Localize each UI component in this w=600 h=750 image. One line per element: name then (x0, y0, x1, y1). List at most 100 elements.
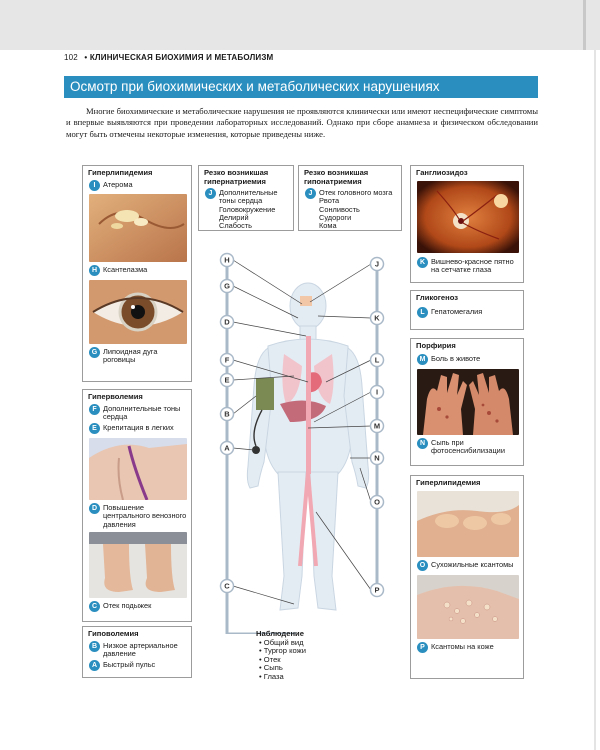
diagram-badge-right-2 (369, 352, 385, 368)
diagram-badge-left-4 (219, 372, 235, 388)
page-edge (594, 50, 596, 750)
diagram-badge-letter: K (374, 314, 380, 323)
diagram-badge-letter: B (224, 410, 230, 419)
diagram-badge-letter: I (376, 388, 378, 397)
leader-lines (232, 259, 372, 605)
observation-item: Отек (259, 655, 306, 665)
item-label: Ксантомы на коже (431, 641, 494, 651)
skin-xanthoma-photo (417, 574, 519, 639)
observation-item: Глаза (259, 672, 306, 682)
item-label: Быстрый пульс (103, 660, 156, 670)
badge-e: E (89, 423, 100, 435)
intro-paragraph: Многие биохимические и метаболические на… (66, 106, 538, 139)
symptom-line: Рвота (319, 196, 340, 206)
diagram-badge-letter: M (374, 422, 380, 431)
box-title: Гиперлипидемия (88, 168, 153, 177)
item-label: Низкое артериальное давление (103, 640, 178, 658)
tendon-xanthoma-photo (417, 490, 519, 557)
box-hypernatremia: Резко возникшая гипернатриемия J Дополни… (198, 165, 294, 231)
item-label: Отек подыжек (103, 600, 152, 610)
observation-item: Сыпь (259, 663, 306, 673)
diagram-badge-letter: P (374, 586, 379, 595)
badge-n: N (417, 437, 428, 449)
diagram-badge-left-1 (219, 278, 235, 294)
running-head-bullet: • (84, 53, 88, 62)
badge-k: K (417, 256, 428, 268)
diagram-badge-left-3 (219, 352, 235, 368)
diagram-badge-letter: C (224, 582, 230, 591)
item-label: Липоидная дуга роговицы (103, 346, 158, 364)
observation-title: Наблюдение (256, 629, 304, 638)
section-title: КЛИНИЧЕСКАЯ БИОХИМИЯ И МЕТАБОЛИЗМ (89, 53, 274, 62)
retina-photo (417, 180, 519, 253)
badge-i: I (89, 179, 100, 191)
item-label: Повышение центрального венозного давлени… (103, 503, 187, 529)
observation-item: Общий вид (259, 638, 306, 648)
box-title: Гиперлипидемия (416, 478, 481, 487)
diagram-badge-right-3 (369, 384, 385, 400)
diagram-badge-left-7 (219, 578, 235, 594)
badge-a: A (89, 660, 100, 672)
item-hyponatremia: J Отек головного мозга Рвота Сонливость … (305, 188, 401, 230)
diagram-badge-right-6 (369, 494, 385, 510)
symptom-line: Слабость (219, 221, 253, 231)
badge-o: O (417, 559, 428, 571)
badge-j: J (205, 188, 216, 199)
symptom-line: тоны сердца (219, 196, 263, 206)
atheroma-photo (89, 193, 187, 262)
badge-g: G (89, 346, 100, 358)
viewer-top-bar (0, 0, 600, 50)
box-title: Резко возникшая гипернатриемия (204, 168, 269, 186)
box-hyponatremia: Резко возникшая гипонатриемия J Отек гол… (298, 165, 402, 231)
badge-h: H (89, 264, 100, 276)
symptom-line: Кома (319, 221, 337, 231)
observation-item: Тургор кожи (259, 646, 306, 656)
badge-f: F (89, 403, 100, 415)
diagram-badge-right-4 (369, 418, 385, 434)
item-label: Гепатомегалия (431, 306, 483, 316)
corneal-arcus-photo (89, 279, 187, 344)
box-title: Гиповолемия (88, 629, 139, 638)
diagram-badge-letter: O (374, 498, 380, 507)
diagram-badge-right-0 (369, 256, 385, 272)
running-head: 102 • КЛИНИЧЕСКАЯ БИОХИМИЯ И МЕТАБОЛИЗМ (64, 53, 273, 62)
viewer-edge (583, 0, 586, 50)
diagram-badge-left-2 (219, 314, 235, 330)
symptom-line: Дополнительные (219, 188, 278, 197)
box-title: Резко возникшая гипонатриемия (304, 168, 369, 186)
box-title: Гиперволемия (88, 392, 143, 401)
item-label: Сыпь при фотосенсибилизации (431, 437, 505, 455)
diagram-badge-right-1 (369, 310, 385, 326)
symptom-line: Головокружение (219, 204, 276, 214)
diagram-badge-left-5 (219, 406, 235, 422)
badge-p: P (417, 641, 428, 653)
page-title: Осмотр при биохимических и метаболически… (64, 76, 538, 98)
symptom-line: Судороги (319, 212, 352, 222)
page-number: 102 (64, 53, 78, 62)
diagram-badge-letter: J (375, 260, 379, 269)
neck-vein-photo (89, 438, 187, 501)
diagram-badge-letter: N (374, 454, 379, 463)
box-title: Ганглиозидоз (416, 168, 468, 177)
box-title: Порфирия (416, 341, 456, 350)
item-hypernatremia: J Дополнительные тоны сердца Головокруже… (205, 188, 293, 230)
diagram-badge-letter: F (225, 356, 230, 365)
item-label: Крепитация в легких (103, 423, 174, 433)
